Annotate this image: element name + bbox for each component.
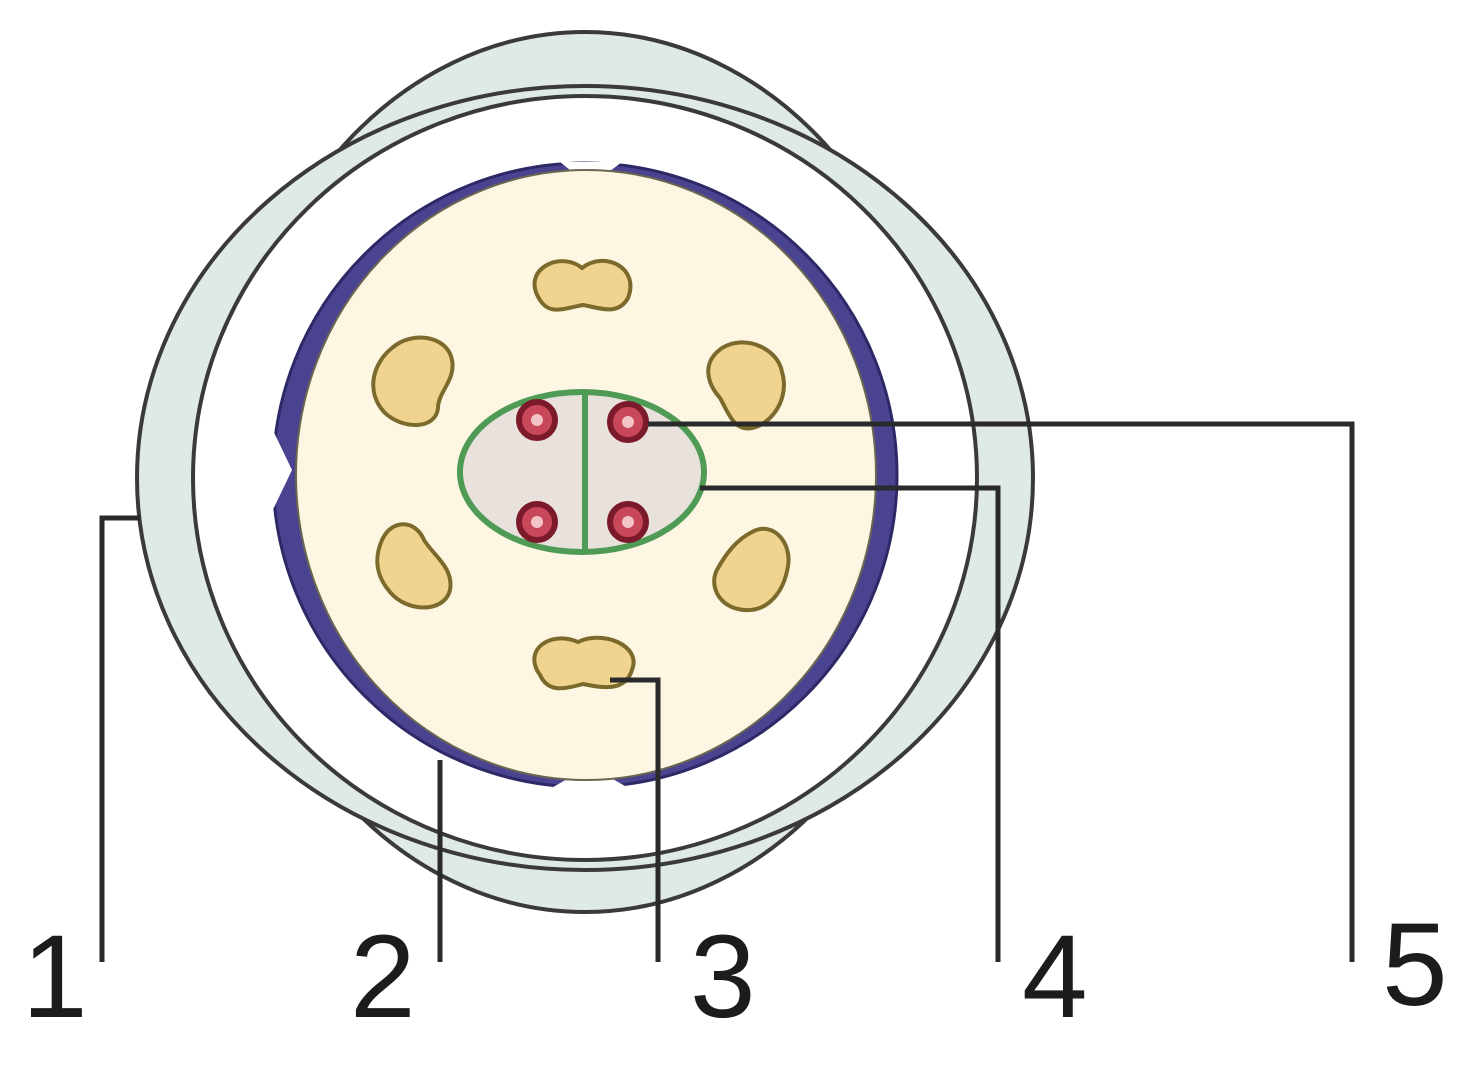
dot-highlight <box>531 414 543 426</box>
dot-highlight <box>531 516 543 528</box>
dot-highlight <box>622 516 634 528</box>
label-1: 1 <box>22 911 88 1043</box>
bundle-lower-right <box>712 526 791 613</box>
label-2: 2 <box>350 911 416 1043</box>
vascular-bundles <box>371 258 791 691</box>
leader-lines <box>99 421 1355 962</box>
ring-gap-left <box>268 420 292 520</box>
leader-line-1 <box>99 515 140 962</box>
bundle-top <box>532 258 633 312</box>
leader-line-3 <box>610 677 661 962</box>
bundle-bottom <box>532 635 636 691</box>
dot-highlights <box>531 414 634 528</box>
bundle-upper-right <box>706 340 786 431</box>
leader-line-4 <box>700 485 1001 962</box>
dot-highlight <box>622 416 634 428</box>
bundle-upper-left <box>371 335 455 427</box>
label-3: 3 <box>690 911 756 1043</box>
label-4: 4 <box>1022 911 1088 1043</box>
leader-line-5 <box>648 421 1355 962</box>
label-5: 5 <box>1382 899 1448 1031</box>
bundle-lower-left <box>375 522 453 610</box>
